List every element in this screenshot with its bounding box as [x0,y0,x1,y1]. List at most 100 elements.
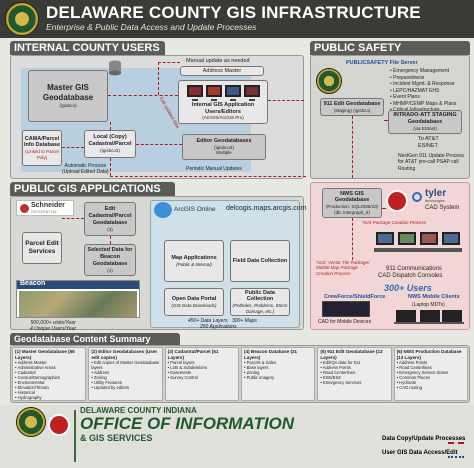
gdb-summary-item: • Environmental [15,380,45,386]
sector-note: *GIS: Vector Tile Package/ Mobile Map Pa… [316,260,370,276]
gdb-summary-item: • CAD routing [396,385,423,391]
gdb-summary-column-title: (4) Beacon Database (31 Layers) [243,349,298,360]
gdb-summary-item: • Hydrography [15,395,42,401]
creation-note: *GIS Package Creation Process [362,220,427,225]
footer-office: OFFICE OF INFORMATION [80,414,295,433]
schneider-logo: Schneider GEOSPATIAL [16,200,74,216]
flow-line [158,62,180,63]
gdb-summary-item: • Emergency Service Zones [396,370,449,376]
nws-gdb-box: NWS GIS Geodatabase (Production, SQL2008… [322,188,382,218]
public-data-label: Public Data Collection [245,289,275,303]
map-apps-box: Map Applications (Public & Internal) [164,240,224,282]
stat-layers: 450+ Data Layers [188,318,228,324]
gdb-summary-item: • Administrative Areas [15,365,56,371]
field-data-label: Field Data Collection [232,257,288,264]
arcgis-online-label[interactable]: ArcGIS Online [174,206,216,213]
county-seal-icon [5,2,39,36]
internal-users-heading: INTERNAL COUNTY USERS [10,41,165,55]
users-count: 300+ Users [384,283,432,293]
selected-data-sub: (4) [107,267,113,273]
master-db-icon [108,60,122,76]
laptop-label: (Laptop MDTs) [412,302,445,308]
gdb-summary-item: • Cadastral [15,370,36,376]
flow-line [158,62,159,95]
flow-line [384,120,388,121]
safety-list-item: LEPC/HAZMAT EHS [390,88,468,95]
flow-line [136,144,182,145]
stat-maps: 300+ Maps [232,318,257,324]
editor-gdb-sub2: Multiple [216,150,232,156]
flow-line [352,116,353,178]
local-copy-box: Local (Copy) Cadastral/Parcel (\gisbco3) [84,130,136,158]
schneider-label: Schneider [31,202,65,209]
editor-gdb-box: Editor Geodatabases (\gisbco3) Multiple [182,134,266,160]
public-safety-heading: PUBLIC SAFETY [310,41,470,55]
legend-red-line [448,442,464,444]
gdb-summary-columns: (1) Master Geodatabase (55 Layers)• Addr… [12,347,468,401]
open-data-box: Open Data Portal (GIS Data Downloads) [164,288,224,316]
gdb-summary-column: (5) 911 Edit Geodatabase (13 Layers)• Ed… [317,347,392,401]
selected-data-box: Selected Data for Beacon Geodatabase (4) [84,244,136,276]
gdb-summary-item: • Imagery [15,400,83,401]
tyler-sub: technologies [425,199,445,203]
gdb-summary-item: • Public imagery [243,375,275,381]
cama-sub: (Linked to Parcel Poly) [25,149,59,160]
to-att-label: To AT&T [418,136,439,142]
esinet-label: ESINET [418,143,438,149]
gdb-summary-column-title: (6) NWS Production Database (13 Layers) [396,349,462,360]
master-gis-box: Master GIS Geodatabase (\gisbco) [28,70,108,122]
gdb-summary-item: • Survey Control [167,375,198,381]
cama-label: CAMA/Parcel Info Database [23,135,61,149]
gdb-summary-item: • Lots & Subdivisions [167,365,207,371]
intrado-box: INTRADO-ATT STAGING Geodatabase (via ESI… [388,110,462,134]
nws-gdb-label: NWS GIS Geodatabase [334,190,370,204]
consoles-icon [374,228,464,262]
safety-list-item: Incident Mgmt. & Response [390,81,468,88]
manual-update-label: Manual update as needed [186,58,250,64]
flow-line [108,95,178,96]
master-gis-sub: (\gisbco) [59,103,77,109]
arcgis-url-link[interactable]: delcogis.maps.arcgis.com [226,205,307,212]
edit-911-box: 911 Edit Geodatabase (Staging) (\gisbco) [320,98,384,116]
master-gis-label: Master GIS Geodatabase [42,83,94,103]
mobile-device-icon [322,301,370,317]
nws-gdb-sub: (Production, SQL2008/10) [325,204,379,210]
footer-divider [74,410,76,462]
intrado-label: INTRADO-ATT STAGING Geodatabase [393,112,457,126]
flow-line [62,147,84,148]
consoles-label: CAD Dispatch Consoles [378,273,443,279]
monitors-icon [186,83,262,105]
page-subtitle: Enterprise & Public Data Access and Upda… [46,22,257,32]
gdb-summary-item: • Edit copies of Master Geodatabase laye… [91,360,160,371]
safety-list-item: Emergency Management [390,68,468,75]
beacon-titlebar [17,281,139,289]
gdb-summary-item: • Parcel layers [167,360,195,365]
editor-gdb-sub: (\gisbco3) [214,144,234,150]
map-apps-label: Map Applications [171,254,217,261]
beacon-stats-line1: 500,000+ visits/Year [30,320,76,326]
gdb-summary-item: • Easements [167,370,192,376]
edit-911-sub: (Staging) (\gisbco) [333,107,371,113]
crewforce-label: CrewForce/ShieldForce [324,294,386,300]
gdb-summary-item: • Edit/QA data for 911 [320,360,361,365]
gdb-summary-column: (3) Cadastral/Parcel (51 Layers)• Parcel… [164,347,239,401]
gdb-summary-column: (2) Editor Geodatabases (User edit copie… [88,347,163,401]
schneider-sub: GEOSPATIAL [31,210,58,214]
tyler-label: tyler [425,188,447,199]
local-copy-sub: (\gisbco3) [100,148,120,154]
flow-line [110,236,111,244]
edit-cadastral-box: Edit Cadastral/Parcel Geodatabase (3) [84,202,136,236]
header-banner: DELAWARE COUNTY GIS INFRASTRUCTURE Enter… [0,0,474,38]
gdb-summary-column-title: (5) 911 Edit Geodatabase (13 Layers) [320,349,383,360]
flow-line [268,100,304,101]
safety-list-item: Preparedness [390,75,468,82]
beacon-stats: 500,000+ visits/Year 4 Unique Users/Year [30,320,76,332]
nws-mobile-label: NWS Mobile Clients [408,294,460,300]
gdb-summary-item: • Hydrants [396,380,417,386]
911-badge-icon [386,190,408,212]
edit-911-label: 911 Edit Geodatabase [323,100,381,107]
selected-data-label: Selected Data for Beacon Geodatabase [87,246,133,267]
beacon-label: Beacon [20,280,46,287]
edit-cadastral-label: Edit Cadastral/Parcel Geodatabase [88,205,132,226]
cad-mobile-label: CAD for Mobile Devices [318,319,372,325]
